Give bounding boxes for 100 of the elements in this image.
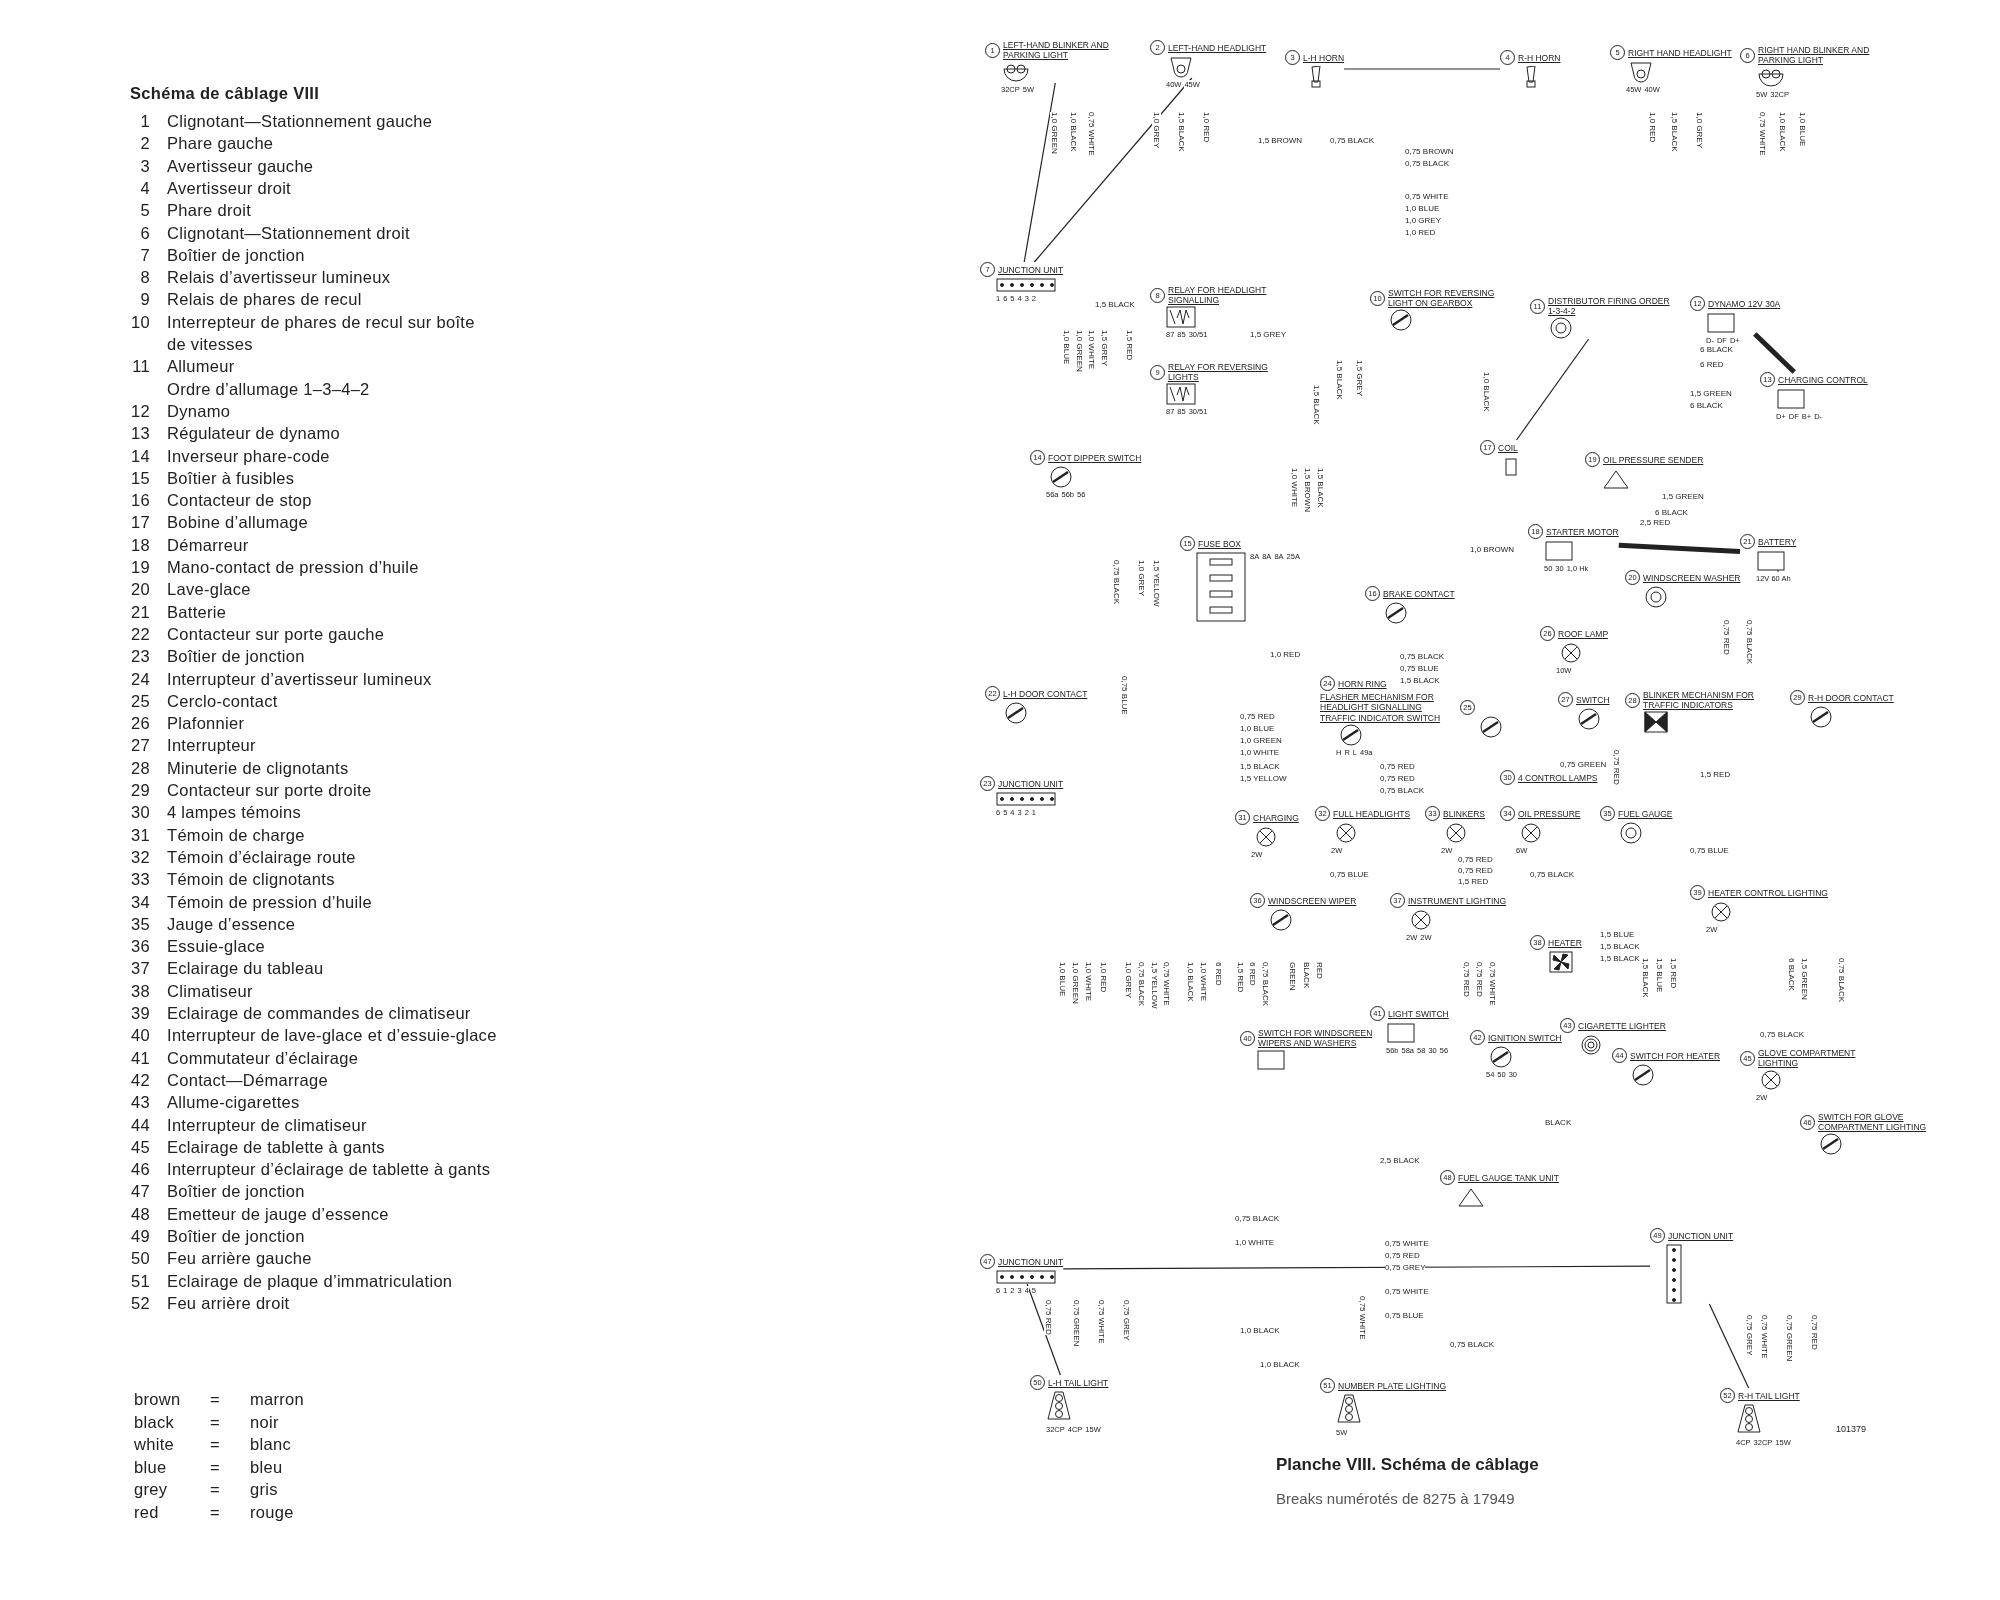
wire-label: RED (1315, 962, 1324, 979)
wire (1033, 77, 1193, 263)
wire-label: 1,0 GREEN (1071, 962, 1080, 1004)
wire-label: 1,0 RED (1405, 228, 1436, 237)
wire-label: 1,5 GREY (1100, 330, 1109, 366)
wire-label: 1,0 BLUE (1405, 204, 1440, 213)
wire-label: 0,75 GREEN (1785, 1315, 1794, 1362)
wire-label: 1,0 BLACK (1482, 372, 1491, 412)
key-number: 35 (130, 913, 150, 935)
key-text: Essuie-glace (167, 936, 266, 958)
component (1390, 893, 1507, 931)
key-text: Dynamo (167, 400, 231, 422)
key-number: 31 (130, 824, 150, 846)
key-number: 52 (130, 1292, 150, 1314)
key-text: Interrupteur de lave-glace et d’essuie-glace (167, 1025, 497, 1047)
key-text: Témoin de clignotants (167, 869, 335, 891)
key-number: 16 (130, 490, 150, 512)
wire-label: 0,75 BLACK (1112, 560, 1121, 605)
component (1030, 450, 1142, 488)
component (1600, 806, 1673, 844)
key-text: Feu arrière gauche (167, 1248, 312, 1270)
wire-label: 0,75 RED (1385, 1251, 1420, 1260)
wire-label: 6 BLACK (1700, 345, 1733, 354)
component (1180, 536, 1246, 622)
wire-label: 0,75 RED (1475, 962, 1484, 997)
component (980, 1254, 1064, 1284)
key-text: Contacteur de stop (167, 490, 312, 512)
wire-label: BLACK (1302, 962, 1311, 989)
wire-label: 0,75 BLUE (1690, 846, 1729, 855)
component-label: HEATER (1548, 937, 1582, 948)
key-text: Boîtier de jonction (167, 1226, 305, 1247)
key-text: Boîtier à fusibles (167, 467, 295, 489)
wire-label: 1,5 BLUE (1655, 958, 1664, 993)
key-number: 18 (130, 534, 150, 556)
wire-label: 1,5 BLACK (1335, 360, 1344, 400)
component-label: BATTERY (1758, 536, 1797, 547)
component (1625, 570, 1741, 608)
component (1440, 1170, 1559, 1208)
key-text: Bobine d’allumage (167, 512, 308, 534)
key-text: Clignotant—Stationnement gauche (167, 111, 433, 132)
component-label: L-H TAIL LIGHT (1048, 1377, 1109, 1388)
key-number: 23 (130, 646, 150, 668)
wire-label: 6 BLACK (1690, 401, 1723, 410)
component (1650, 1228, 1734, 1304)
key-number: 39 (130, 1003, 150, 1024)
wire-label: 0,75 WHITE (1087, 112, 1096, 156)
wire-label: 0,75 BLACK (1405, 159, 1450, 168)
wire-label: 1,0 WHITE (1199, 962, 1208, 1002)
wire-label: 0,75 RED (1462, 962, 1471, 997)
component (1285, 50, 1345, 88)
component-label: JUNCTION UNIT (998, 1256, 1064, 1267)
wire-label: 0,75 BLACK (1235, 1214, 1280, 1223)
component (1585, 452, 1704, 490)
component-label: R-H TAIL LIGHT (1738, 1390, 1800, 1401)
wire-label: 1,5 GREEN (1690, 389, 1732, 398)
component-label: OIL PRESSURE (1518, 808, 1581, 819)
key-text: Plafonnier (167, 713, 245, 735)
caption: Planche VIII. Schéma de câblage (1276, 1455, 1539, 1475)
key-number: 30 (130, 802, 150, 824)
key-text: 4 lampes témoins (167, 802, 302, 824)
key-number: 43 (130, 1092, 150, 1114)
wire-label: 1,0 GREY (1405, 216, 1441, 225)
component-label: JUNCTION UNIT (998, 778, 1064, 789)
key-text: Allume-cigarettes (167, 1092, 300, 1114)
key-text: Contacteur sur porte droite (167, 780, 372, 801)
wire-label: 1,5 RED (1458, 877, 1489, 886)
component (1610, 45, 1732, 83)
key-number: 19 (130, 557, 150, 578)
key-number: 49 (130, 1226, 150, 1247)
wire-label: 0,75 RED (1810, 1315, 1819, 1350)
component-label: CHARGING CONTROL (1778, 374, 1868, 385)
key-number: 10 (130, 311, 150, 333)
key-text: Batterie (167, 601, 227, 623)
key-text: Inverseur phare-code (167, 445, 330, 467)
wire-label: 0,75 BLACK (1837, 958, 1846, 1003)
wire (1618, 542, 1741, 555)
key-text: Relais d’avertisseur lumineux (167, 267, 391, 289)
key-text: Interrupteur d’éclairage de tablette à gants (167, 1159, 491, 1181)
wire-label: 1,5 BLACK (1600, 954, 1640, 963)
component-label: FUEL GAUGE TANK UNIT (1458, 1172, 1559, 1183)
key-number: 50 (130, 1248, 150, 1270)
wire-label: 0,75 GREEN (1072, 1300, 1081, 1347)
key-text: Contact—Démarrage (167, 1069, 328, 1091)
key-number: 21 (130, 601, 150, 623)
key-text: Emetteur de jauge d’essence (167, 1203, 389, 1225)
key-text: Clignotant—Stationnement droit (167, 222, 410, 244)
component-label: FUEL GAUGE (1618, 808, 1673, 819)
key-number: 2 (139, 133, 150, 155)
key-text: Eclairage du tableau (167, 958, 324, 980)
component-label: DYNAMO 12V 30A (1708, 298, 1781, 309)
component (985, 686, 1088, 724)
wire-label: 1,0 BLUE (1798, 112, 1807, 147)
wire-label: 0,75 BLUE (1120, 676, 1129, 715)
component (1500, 806, 1581, 844)
key-number: 27 (130, 735, 150, 757)
wire-label: 0,75 GREY (1385, 1263, 1426, 1272)
wire-label: 1,5 BLACK (1240, 762, 1280, 771)
component (1790, 690, 1894, 728)
wire-label: 1,5 BLUE (1600, 930, 1635, 939)
wire-label: 0,75 GREY (1122, 1300, 1131, 1341)
